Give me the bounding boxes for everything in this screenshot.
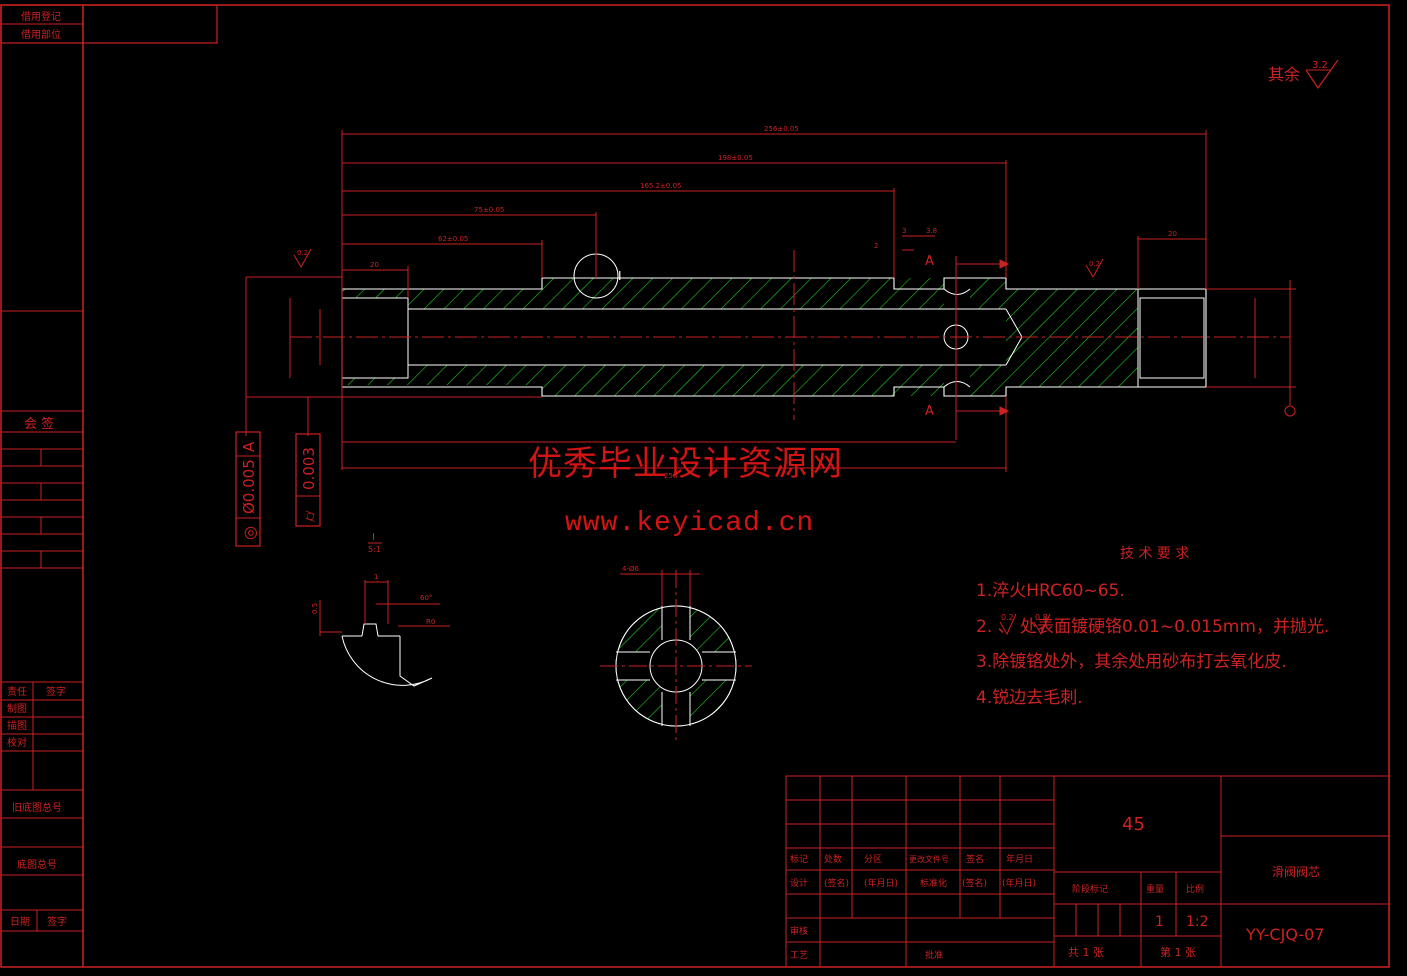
tb-sheets-total: 共 1 张 [1068,946,1104,959]
resp-row-trace: 描图 [7,719,27,732]
sign-label: 签字 [47,915,67,928]
cyl-value: 0.003 [300,447,318,490]
material-value: 45 [1122,814,1145,835]
date-label: 日期 [10,916,30,928]
section-view-label: 4-Ø6 [622,565,639,573]
tb-header-change: 更改文件号 [909,854,949,864]
tb-design-label: 设计 [790,877,808,889]
dimension-texts: 256±0.05 198±0.05 165.2±0.05 75±0.05 62±… [370,125,1177,480]
detail-dim-angle: 60° [420,594,432,602]
drawing-number: YY-CJQ-07 [1245,925,1324,944]
base-drawing-no-label: 底图总号 [17,858,57,871]
part-name: 滑阀阀芯 [1272,865,1320,879]
tb-header-count: 处数 [824,853,842,865]
dim-20-left: 20 [370,261,379,269]
dimension-lines [245,130,1296,472]
watermark-title: 优秀毕业设计资源网 [528,444,843,484]
surface-mark-left: 0.2 [293,248,312,269]
tb-design-date: (年月日) [864,877,898,889]
detail-view-scale: 5:1 [368,545,381,554]
tolerance-frame-cylindricity: 0.003 ⌭ [295,433,321,527]
tb-header-sign: 签名 [966,853,984,865]
title-block-texts: 45 滑阀阀芯 YY-CJQ-07 标记 处数 分区 更改文件号 签名 年月日 … [790,814,1324,961]
section-view: 4-Ø6 [600,565,752,740]
detail-dim-width: 1 [374,573,378,581]
title-block [785,775,1390,968]
tech-title: 技 术 要 求 [1120,546,1189,562]
tb-weight-label: 重量 [1146,883,1164,895]
roughness-note-text: 其余 [1268,65,1300,84]
countersign-label: 会 签 [24,416,54,432]
roughness-note-value: 3.2 [1312,60,1328,71]
tech-item-2: 2. 、 处表面镀硬铬0.01~0.015mm，并抛光. [976,617,1329,637]
tb-approve: 批准 [925,949,943,961]
resp-header-left: 责任 [7,685,27,698]
roughness-note: 其余 3.2 [1268,59,1339,90]
tech-requirements: 技 术 要 求 1.淬火HRC60~65. 2. 、 处表面镀硬铬0.01~0.… [976,546,1329,708]
coax-value: Ø0.005 [240,459,258,514]
surface-left-value: 0.2 [297,249,308,257]
dim-165: 165.2±0.05 [640,182,682,190]
section-mark-bottom: A [925,404,934,419]
detail-view-label: I [372,532,375,543]
shaft-main-view: I [290,250,1290,420]
dim-75: 75±0.05 [474,206,504,214]
dim-3-8: 3.8 [926,227,937,235]
tb-weight-value: 1 [1155,914,1164,930]
detail-dim-r: R0 [426,618,435,626]
tb-std-label: 标准化 [920,877,947,889]
tb-header-mark: 标记 [790,853,808,865]
tb-design-sign: (签名) [824,877,849,889]
detail-view: I 5:1 1 60° R0 0.5 [311,532,450,687]
surface-right-value: 0.2 [1089,260,1100,268]
tb-std-date: (年月日) [1002,877,1036,889]
watermark-url[interactable]: www.keyicad.cn [565,508,815,539]
borrow-part-label: 借用部位 [21,28,61,41]
tech-item-4: 4.锐边去毛刺. [976,688,1083,708]
tech-roughness-a: 0.2 [1001,613,1014,622]
dim-3: 3 [902,227,906,235]
tb-review: 审核 [790,925,808,937]
borrow-register-block: 借用登记 借用部位 [0,4,218,44]
tech-item-3: 3.除镀铬处外，其余处用砂布打去氧化皮. [976,652,1287,672]
resp-header-right: 签字 [46,685,66,698]
section-mark-top: A [925,254,934,269]
coax-datum: A [240,441,258,452]
tech-roughness-b: 0.8 [1035,613,1048,622]
tb-stage-label: 阶段标记 [1072,883,1108,895]
dim-total-length: 256±0.05 [764,125,799,133]
dim-2: 2 [874,242,878,250]
tb-sheet-no: 第 1 张 [1160,945,1196,959]
tb-std-sign: (签名) [962,877,987,889]
tb-header-zone: 分区 [864,854,882,865]
resp-row-draw: 制图 [7,702,27,715]
tb-header-date: 年月日 [1006,853,1033,865]
cyl-symbol: ⌭ [300,510,319,522]
detail-dim-depth: 0.5 [311,603,319,614]
tb-scale-value: 1:2 [1186,914,1209,930]
borrow-register-label: 借用登记 [21,10,61,23]
dim-62: 62±0.05 [438,235,468,243]
dim-256-bottom: 256 [664,472,678,480]
coax-symbol: ◎ [240,526,259,540]
resp-row-check: 校对 [7,736,27,749]
old-drawing-no-label: 旧底图总号 [12,801,62,814]
surface-mark-right: 0.2 [1085,258,1104,279]
tb-scale-label: 比例 [1186,883,1204,895]
tech-item-1: 1.淬火HRC60~65. [976,581,1125,601]
tb-process: 工艺 [790,950,808,961]
detail-i-label: I [618,269,622,283]
dim-20-right: 20 [1168,230,1177,238]
dim-198: 198±0.05 [718,154,753,162]
left-strip-grid [1,310,83,932]
tolerance-frame-coaxiality: A Ø0.005 ◎ [235,431,261,547]
outer-frame [0,4,1390,968]
